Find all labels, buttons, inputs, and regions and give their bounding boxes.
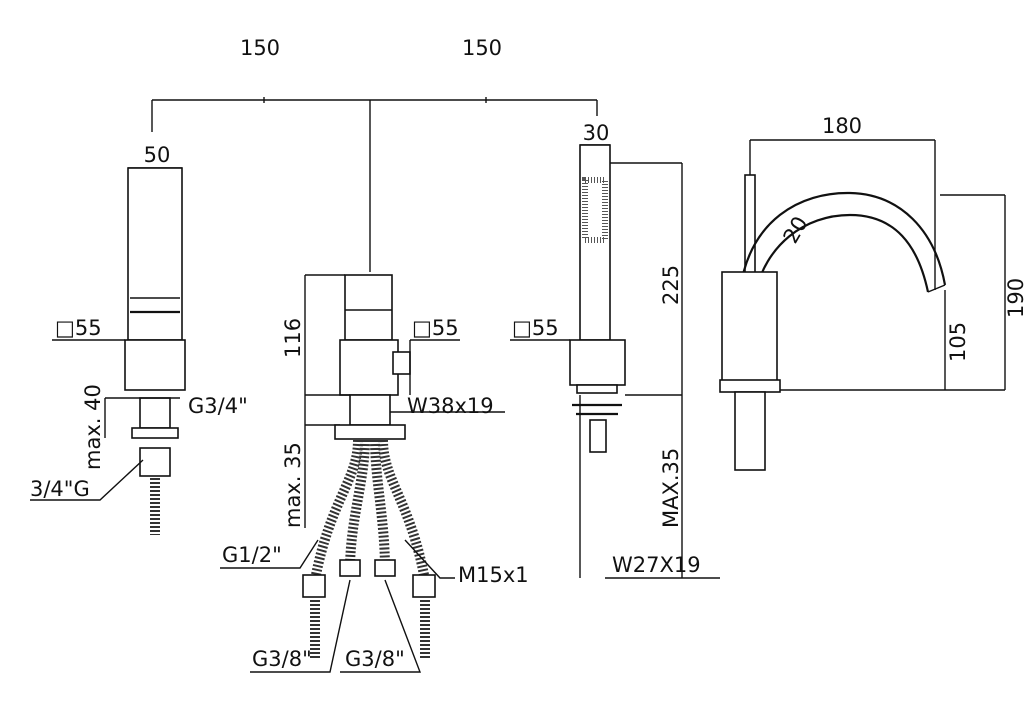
dim-max-35-mid: max. 35	[281, 442, 305, 528]
thread-g38-a: G3/8"	[252, 647, 312, 671]
dim-max-35-right: MAX.35	[659, 448, 683, 528]
dim-max-40: max. 40	[81, 384, 105, 470]
thread-g38-b: G3/8"	[345, 647, 405, 671]
thread-m15x1: M15x1	[458, 563, 529, 587]
dim-150-right: 150	[462, 36, 502, 60]
thread-34g: 3/4"G	[30, 477, 90, 501]
nut-w27x19: W27X19	[612, 553, 701, 577]
nut-w38x19: W38x19	[407, 394, 494, 418]
hand-shower: 30 225 □55 MAX.35 W27X19	[510, 121, 720, 579]
square-55-right: □55	[512, 316, 559, 340]
square-55-left: □55	[55, 316, 102, 340]
dim-180: 180	[822, 114, 862, 138]
dim-105: 105	[946, 322, 970, 362]
dim-190: 190	[1004, 278, 1024, 318]
spout: 180 20 105 190	[719, 114, 1024, 471]
thread-g34: G3/4"	[188, 394, 248, 418]
dim-225: 225	[659, 265, 683, 305]
thread-g12: G1/2"	[222, 543, 282, 567]
dim-50: 50	[144, 143, 171, 167]
top-dimension: 150 150	[151, 36, 598, 272]
dim-30: 30	[583, 121, 610, 145]
square-55-mid: □55	[412, 316, 459, 340]
hand-shower-holder: 50 □55 G3/4" max. 40 3/4"G	[30, 143, 248, 535]
dim-150-left: 150	[240, 36, 280, 60]
mixer: □55 116 W38x19 max. 35 G1/2" M15x1 G3/8"…	[220, 274, 529, 673]
dim-116: 116	[281, 318, 305, 358]
